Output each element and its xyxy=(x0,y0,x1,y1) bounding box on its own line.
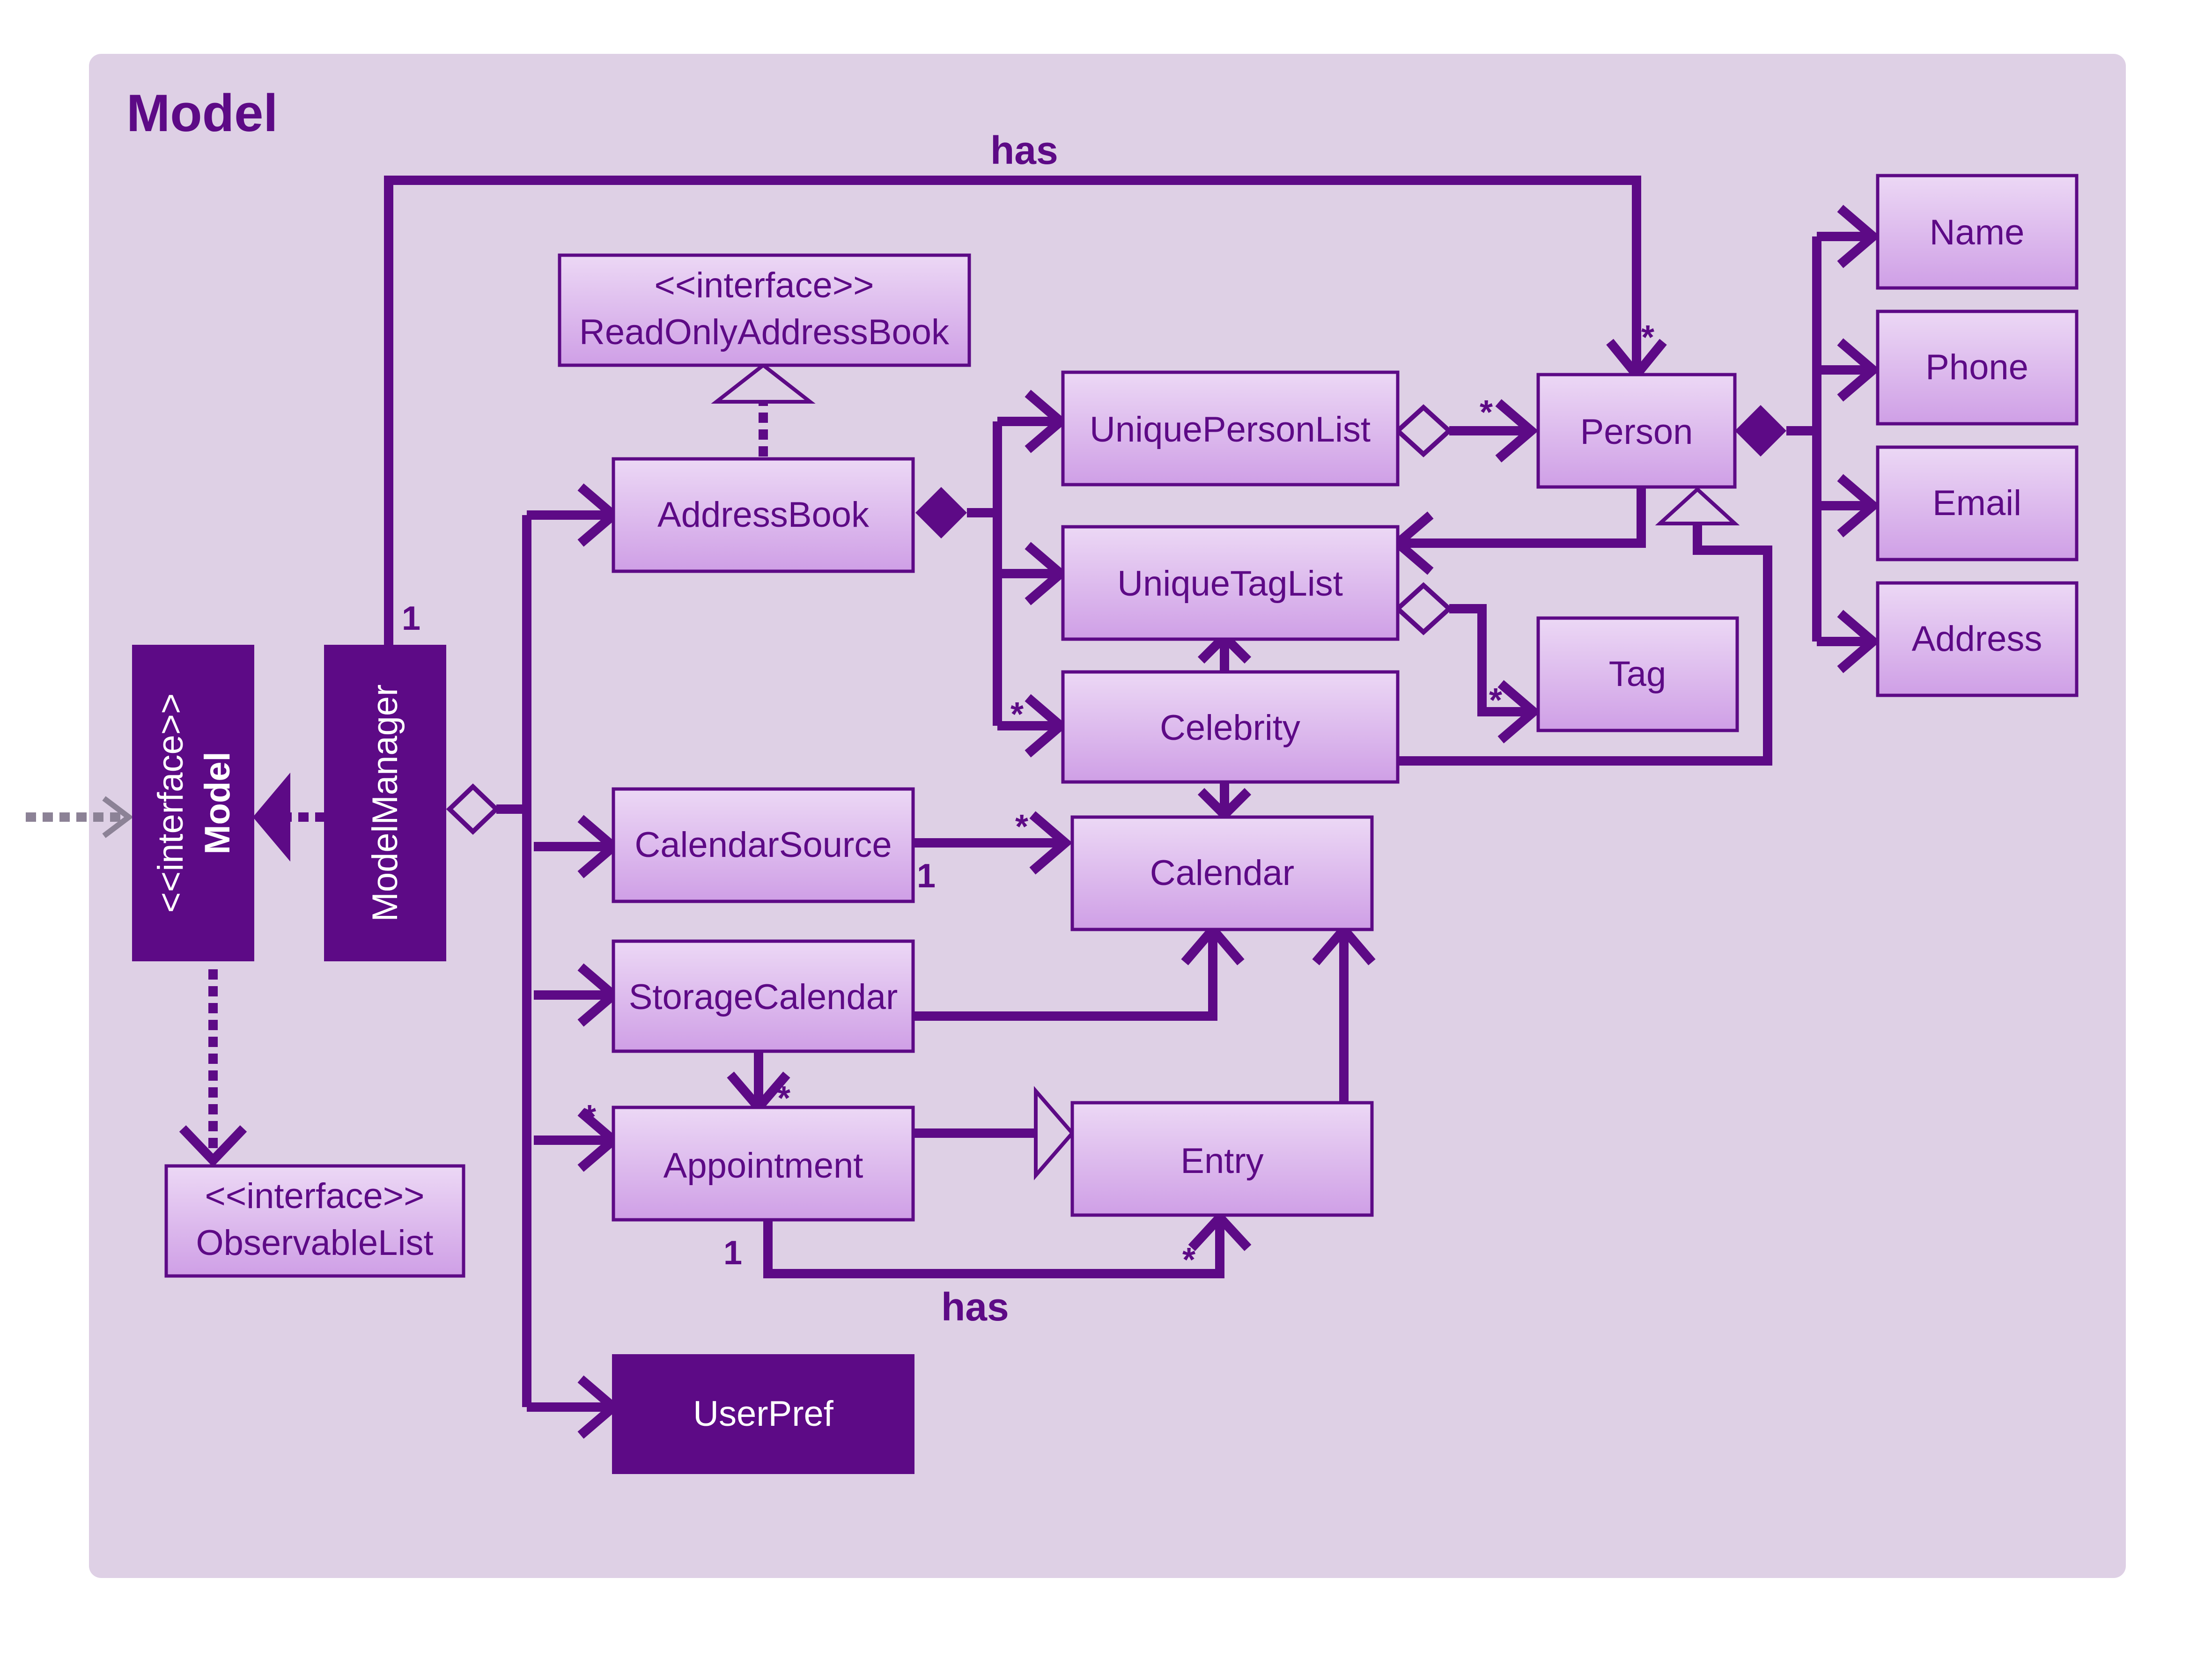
multiplicity-model-manager-one: 1 xyxy=(402,600,420,637)
class-entry[interactable]: Entry xyxy=(1070,1101,1374,1217)
class-name: ModelManager xyxy=(365,685,405,922)
calendar-source-to-calendar xyxy=(913,811,1073,875)
class-name: Model xyxy=(198,752,237,855)
class-name-attr[interactable]: Name xyxy=(1876,174,2079,290)
class-name: Tag xyxy=(1609,654,1666,694)
class-person[interactable]: Person xyxy=(1536,373,1737,489)
class-read-only-address-book[interactable]: <<interface>> ReadOnlyAddressBook xyxy=(558,253,971,367)
celebrity-to-calendar xyxy=(1197,780,1252,822)
realization-readonly-address-book xyxy=(711,362,816,457)
person-composition xyxy=(1735,205,1880,673)
unique-person-list-aggregation xyxy=(1394,399,1539,463)
class-name: Person xyxy=(1580,412,1693,452)
multiplicity-tag-many: * xyxy=(1489,682,1502,719)
model-manager-realizes-model xyxy=(253,773,325,862)
class-name: ObservableList xyxy=(196,1223,434,1263)
unique-tag-list-aggregation xyxy=(1394,582,1541,744)
class-celebrity[interactable]: Celebrity xyxy=(1061,670,1400,784)
class-address[interactable]: Address xyxy=(1876,581,2079,697)
class-name: UserPref xyxy=(693,1394,834,1434)
class-name: Celebrity xyxy=(1160,708,1300,748)
class-address-book[interactable]: AddressBook xyxy=(612,457,915,573)
class-storage-calendar[interactable]: StorageCalendar xyxy=(612,939,915,1053)
class-email[interactable]: Email xyxy=(1876,445,2079,561)
class-tag[interactable]: Tag xyxy=(1536,616,1739,732)
class-model-manager[interactable]: ModelManager xyxy=(324,645,446,961)
class-unique-tag-list[interactable]: UniqueTagList xyxy=(1061,525,1400,641)
class-appointment[interactable]: Appointment xyxy=(612,1106,915,1222)
appointment-has-entry xyxy=(763,1210,1252,1278)
stereotype-label: <<interface>> xyxy=(654,265,874,305)
class-name: Calendar xyxy=(1150,853,1294,893)
class-name: Name xyxy=(1930,213,2025,252)
class-user-pref[interactable]: UserPref xyxy=(612,1354,914,1474)
class-name: ReadOnlyAddressBook xyxy=(579,312,950,352)
class-unique-person-list[interactable]: UniquePersonList xyxy=(1061,370,1400,487)
class-name: StorageCalendar xyxy=(629,977,898,1017)
multiplicity-person-many: * xyxy=(1641,319,1654,356)
multiplicity-calendar-source-one: 1 xyxy=(917,857,936,895)
stereotype-label: <<interface>> xyxy=(205,1176,424,1216)
class-name: Address xyxy=(1912,619,2042,659)
class-name: Appointment xyxy=(664,1146,863,1186)
external-dependency-arrow xyxy=(26,796,133,838)
multiplicity-calendar-many: * xyxy=(1015,808,1028,846)
class-name: Entry xyxy=(1180,1141,1263,1181)
address-book-composition xyxy=(915,390,1068,758)
package-title: Model xyxy=(126,84,278,142)
class-model-interface[interactable]: <<interface>> Model xyxy=(132,645,254,961)
class-name: UniqueTagList xyxy=(1117,564,1343,604)
appointment-generalization-entry xyxy=(913,1086,1075,1180)
celebrity-generalization-person xyxy=(1398,487,1772,766)
class-name: UniquePersonList xyxy=(1090,410,1371,450)
multiplicity-entry-many: * xyxy=(1182,1241,1195,1279)
class-name: Email xyxy=(1932,483,2021,523)
stereotype-label: <<interface>> xyxy=(151,693,191,913)
has-label-top: has xyxy=(990,128,1058,172)
class-name: CalendarSource xyxy=(634,825,892,865)
class-name: Phone xyxy=(1925,347,2028,387)
multiplicity-celebrity-many: * xyxy=(1010,696,1024,733)
has-label-bottom: has xyxy=(941,1285,1009,1329)
class-calendar-source[interactable]: CalendarSource xyxy=(612,787,915,903)
class-phone[interactable]: Phone xyxy=(1876,310,2079,426)
class-calendar[interactable]: Calendar xyxy=(1070,815,1374,931)
multiplicity-unique-person-list-many: * xyxy=(1480,394,1493,431)
multiplicity-appointment-many: * xyxy=(583,1099,596,1136)
multiplicity-appointment-one: 1 xyxy=(723,1234,742,1272)
model-to-observable-list xyxy=(179,969,247,1167)
class-observable-list[interactable]: <<interface>> ObservableList xyxy=(164,1164,465,1278)
class-name: AddressBook xyxy=(657,495,870,535)
